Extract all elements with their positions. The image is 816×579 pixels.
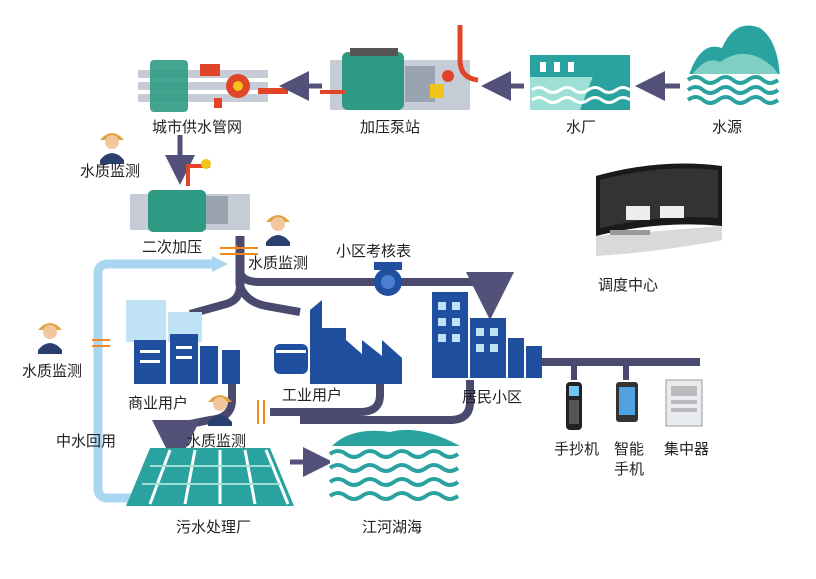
- pump-station-label: 加压泵站: [360, 118, 421, 136]
- water-source-label: 水源: [712, 118, 743, 136]
- concentrator-label: 集中器: [664, 440, 710, 458]
- rivers-lakes-seas-icon: [328, 429, 460, 506]
- handheld-reader-label: 手抄机: [554, 440, 600, 458]
- industrial-user-label: 工业用户: [282, 386, 343, 404]
- water-quality-monitor-label: 水质监测: [248, 254, 309, 272]
- secondary-pressure-icon: [130, 159, 250, 232]
- sewage-plant-label: 污水处理厂: [176, 518, 252, 536]
- district-meter-icon: [374, 262, 402, 296]
- commercial-user-label: 商业用户: [128, 394, 189, 412]
- district-meter-label: 小区考核表: [336, 242, 412, 260]
- smartphone-label-line1: 智能: [614, 440, 645, 458]
- water-plant-icon: [530, 55, 631, 110]
- reclaim-pipe: [92, 245, 265, 503]
- reclaimed-water-label: 中水回用: [56, 432, 117, 450]
- industrial-buildings-icon: [274, 300, 402, 384]
- water-quality-monitor-label: 水质监测: [186, 432, 247, 450]
- inspector-icon: [208, 395, 232, 426]
- dispatch-center-icon: [596, 163, 722, 256]
- city-network-icon: [138, 60, 288, 112]
- pump-station-icon: [320, 25, 479, 110]
- commercial-buildings-icon: [126, 300, 240, 384]
- water-plant-label: 水厂: [566, 118, 597, 136]
- inspector-icon: [100, 133, 124, 164]
- concentrator-icon: [665, 379, 703, 427]
- handheld-reader-icon: [566, 382, 582, 430]
- city-network-label: 城市供水管网: [152, 118, 243, 136]
- rivers-lakes-seas-label: 江河湖海: [362, 518, 423, 536]
- distribution-pipes: [152, 236, 700, 477]
- inspector-icon: [266, 215, 290, 246]
- residential-area-label: 居民小区: [462, 388, 523, 406]
- water-quality-monitor-label: 水质监测: [22, 362, 83, 380]
- smartphone-label-line2: 手机: [614, 460, 645, 478]
- residential-buildings-icon: [432, 292, 542, 378]
- top-flow-arrows: [165, 71, 680, 185]
- sewage-plant-icon: [126, 448, 294, 506]
- secondary-pressure-label: 二次加压: [142, 238, 203, 256]
- smartphone-icon: [616, 382, 638, 422]
- water-quality-monitor-label: 水质监测: [80, 162, 141, 180]
- inspector-icon: [38, 323, 62, 354]
- water-source-icon: [686, 25, 780, 108]
- dispatch-center-label: 调度中心: [598, 276, 659, 294]
